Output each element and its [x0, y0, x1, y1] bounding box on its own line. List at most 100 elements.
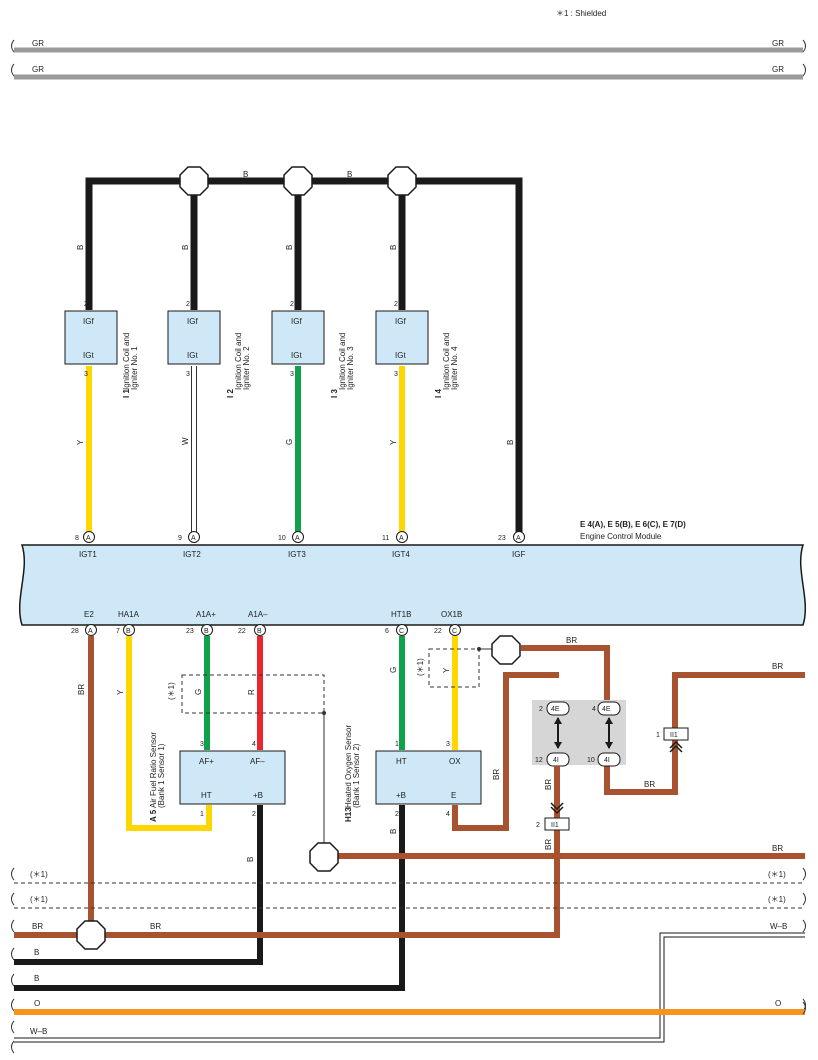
ecm-label-igt4: IGT4 — [392, 550, 410, 559]
ecm-label-igf: IGF — [512, 550, 525, 559]
ecm-name: Engine Control Module — [580, 532, 662, 541]
o-right-label: O — [775, 999, 781, 1008]
ht1b-wire-label: G — [389, 667, 398, 673]
a1a-plus-wire-label: G — [194, 689, 203, 695]
svg-text:9: 9 — [178, 535, 182, 542]
connector-ii1-pin1[interactable]: 1 II1 — [656, 727, 689, 753]
ecm-label-igt2: IGT2 — [183, 550, 201, 559]
br-top-label: BR — [566, 636, 577, 645]
coil3-name-line1: Ignition Coil and — [338, 333, 347, 390]
ecm-pin-igt3[interactable]: 10 A IGT3 — [278, 531, 306, 560]
ecm-pin-ha1a[interactable]: HA1A 7 B — [116, 610, 140, 636]
gr-wire-1-left-label: GR — [32, 39, 44, 48]
wb-right-label: W–B — [770, 922, 787, 931]
af-name-line1: Air Fuel Ratio Sensor — [149, 732, 158, 808]
svg-text:2: 2 — [539, 706, 543, 713]
ecm-pin-a1a-plus[interactable]: A1A+ 23 B — [186, 610, 216, 636]
splice-point-5 — [309, 842, 339, 872]
coil2-ground-label: B — [181, 245, 190, 250]
svg-text:A: A — [295, 535, 300, 542]
ha1a-wire — [126, 636, 212, 831]
igf-wire-label: B — [506, 440, 515, 445]
svg-text:2: 2 — [252, 811, 256, 818]
air-fuel-ratio-sensor[interactable]: AF+ AF– HT +B 3 4 1 2 A 5 Air Fuel Ratio… — [149, 732, 286, 822]
coil4-pin-bottom: 3 — [394, 371, 398, 378]
o2-e-wire-label: BR — [492, 769, 501, 780]
ecm-pin-igt2[interactable]: 9 A IGT2 — [178, 531, 201, 560]
o2-term-ht: HT — [396, 757, 407, 766]
coil3-ref: I 3 — [330, 389, 339, 398]
connector-ii1-pin2[interactable]: 2 II1 — [536, 802, 570, 831]
ecm-pin-igf[interactable]: 23 A IGF — [498, 531, 525, 560]
svg-text:C: C — [399, 628, 404, 635]
engine-control-module[interactable]: E 4(A), E 5(B), E 6(C), E 7(D) Engine Co… — [18, 520, 807, 626]
svg-text:A: A — [191, 535, 196, 542]
svg-text:II1: II1 — [551, 822, 559, 829]
svg-text:4I: 4I — [553, 757, 559, 764]
igt2-wire-label: W — [181, 437, 190, 445]
wb-wire — [14, 933, 805, 1042]
o-left-label: O — [34, 999, 40, 1008]
shield-a-right-label: (＊1) — [768, 870, 786, 879]
splice-point-3 — [387, 166, 417, 196]
top-gr-wires: GR GR GR GR — [11, 39, 806, 80]
svg-text:A: A — [399, 535, 404, 542]
ignition-coil-4[interactable]: 2 3 IGf IGt I 4 Ignition Coil and Ignite… — [375, 301, 459, 398]
ignition-coil-1[interactable]: 2 3 IGf IGt I 1 Ignition Coil and Ignite… — [64, 301, 139, 398]
ha1a-wire-label: Y — [116, 689, 125, 695]
splice-point-6 — [76, 920, 106, 950]
af-term-b: +B — [253, 791, 263, 800]
shielded-note: ＊1 : Shielded — [556, 9, 606, 18]
svg-text:22: 22 — [434, 628, 442, 635]
o2-ref: H13 — [344, 807, 353, 822]
af-name-line2: (Bank 1 Sensor 1) — [157, 743, 166, 808]
svg-text:3: 3 — [446, 741, 450, 748]
br-bottom-mid-label: BR — [150, 922, 161, 931]
ignition-coil-3[interactable]: 2 3 IGf IGt I 3 Ignition Coil and Ignite… — [271, 301, 355, 398]
shield-b-left-label: (＊1) — [30, 895, 48, 904]
coil2-pin-bottom: 3 — [186, 371, 190, 378]
svg-text:23: 23 — [498, 535, 506, 542]
ecm-pin-ox1b[interactable]: OX1B 22 C — [434, 610, 462, 636]
af-term-afminus: AF– — [250, 757, 265, 766]
bus-label-2: B — [347, 170, 352, 179]
coil1-ground-label: B — [76, 245, 85, 250]
coil1-name-line1: Ignition Coil and — [122, 333, 131, 390]
svg-text:4: 4 — [446, 811, 450, 818]
ecm-pin-igt4[interactable]: 11 A IGT4 — [382, 531, 410, 560]
svg-text:10: 10 — [278, 535, 286, 542]
svg-text:11: 11 — [382, 535, 389, 542]
svg-text:6: 6 — [385, 628, 389, 635]
ecm-pin-e2[interactable]: E2 28 A — [71, 610, 97, 636]
heated-oxygen-sensor[interactable]: HT OX +B E 1 3 2 4 H13 Heated Oxygen Sen… — [344, 725, 482, 822]
af-b-wire — [14, 805, 263, 965]
af-b-wire-label: B — [246, 857, 255, 862]
ecm-pin-ht1b[interactable]: HT1B 6 C — [385, 610, 411, 636]
svg-text:3: 3 — [200, 741, 204, 748]
coil3-ground-label: B — [285, 245, 294, 250]
ignition-coil-2[interactable]: 2 3 IGf IGt I 2 Ignition Coil and Ignite… — [167, 301, 251, 398]
coil2-igt: IGt — [187, 351, 198, 360]
ecm-label-igt3: IGT3 — [288, 550, 306, 559]
ecm-pin-a1a-minus[interactable]: A1A– 22 B — [238, 610, 268, 636]
svg-text:A: A — [88, 628, 93, 635]
br-top-wire — [521, 645, 610, 702]
svg-text:4: 4 — [252, 741, 256, 748]
svg-text:28: 28 — [71, 628, 79, 635]
bottom-shield-lines: (＊1) (＊1) (＊1) (＊1) — [11, 867, 806, 1054]
o2-shield-box — [428, 648, 480, 688]
coil4-pin-top: 2 — [394, 301, 398, 308]
svg-text:4E: 4E — [551, 706, 560, 713]
svg-text:II1: II1 — [670, 732, 678, 739]
ecm-top-pins: 8 A IGT1 9 A IGT2 10 A IGT3 11 A IGT4 23… — [75, 531, 525, 560]
br-right-wire — [604, 672, 805, 795]
coil1-igf: IGf — [83, 317, 94, 326]
coil3-igt: IGt — [291, 351, 302, 360]
junction-block[interactable]: 2 4E 4 4E 12 4I 10 4I — [532, 700, 626, 767]
af-term-afplus: AF+ — [199, 757, 214, 766]
ecm-pin-igt1[interactable]: 8 A IGT1 — [75, 531, 97, 560]
svg-text:B: B — [204, 628, 209, 635]
coil2-pin-top: 2 — [186, 301, 190, 308]
svg-text:8: 8 — [75, 535, 79, 542]
br-right-label: BR — [772, 662, 783, 671]
